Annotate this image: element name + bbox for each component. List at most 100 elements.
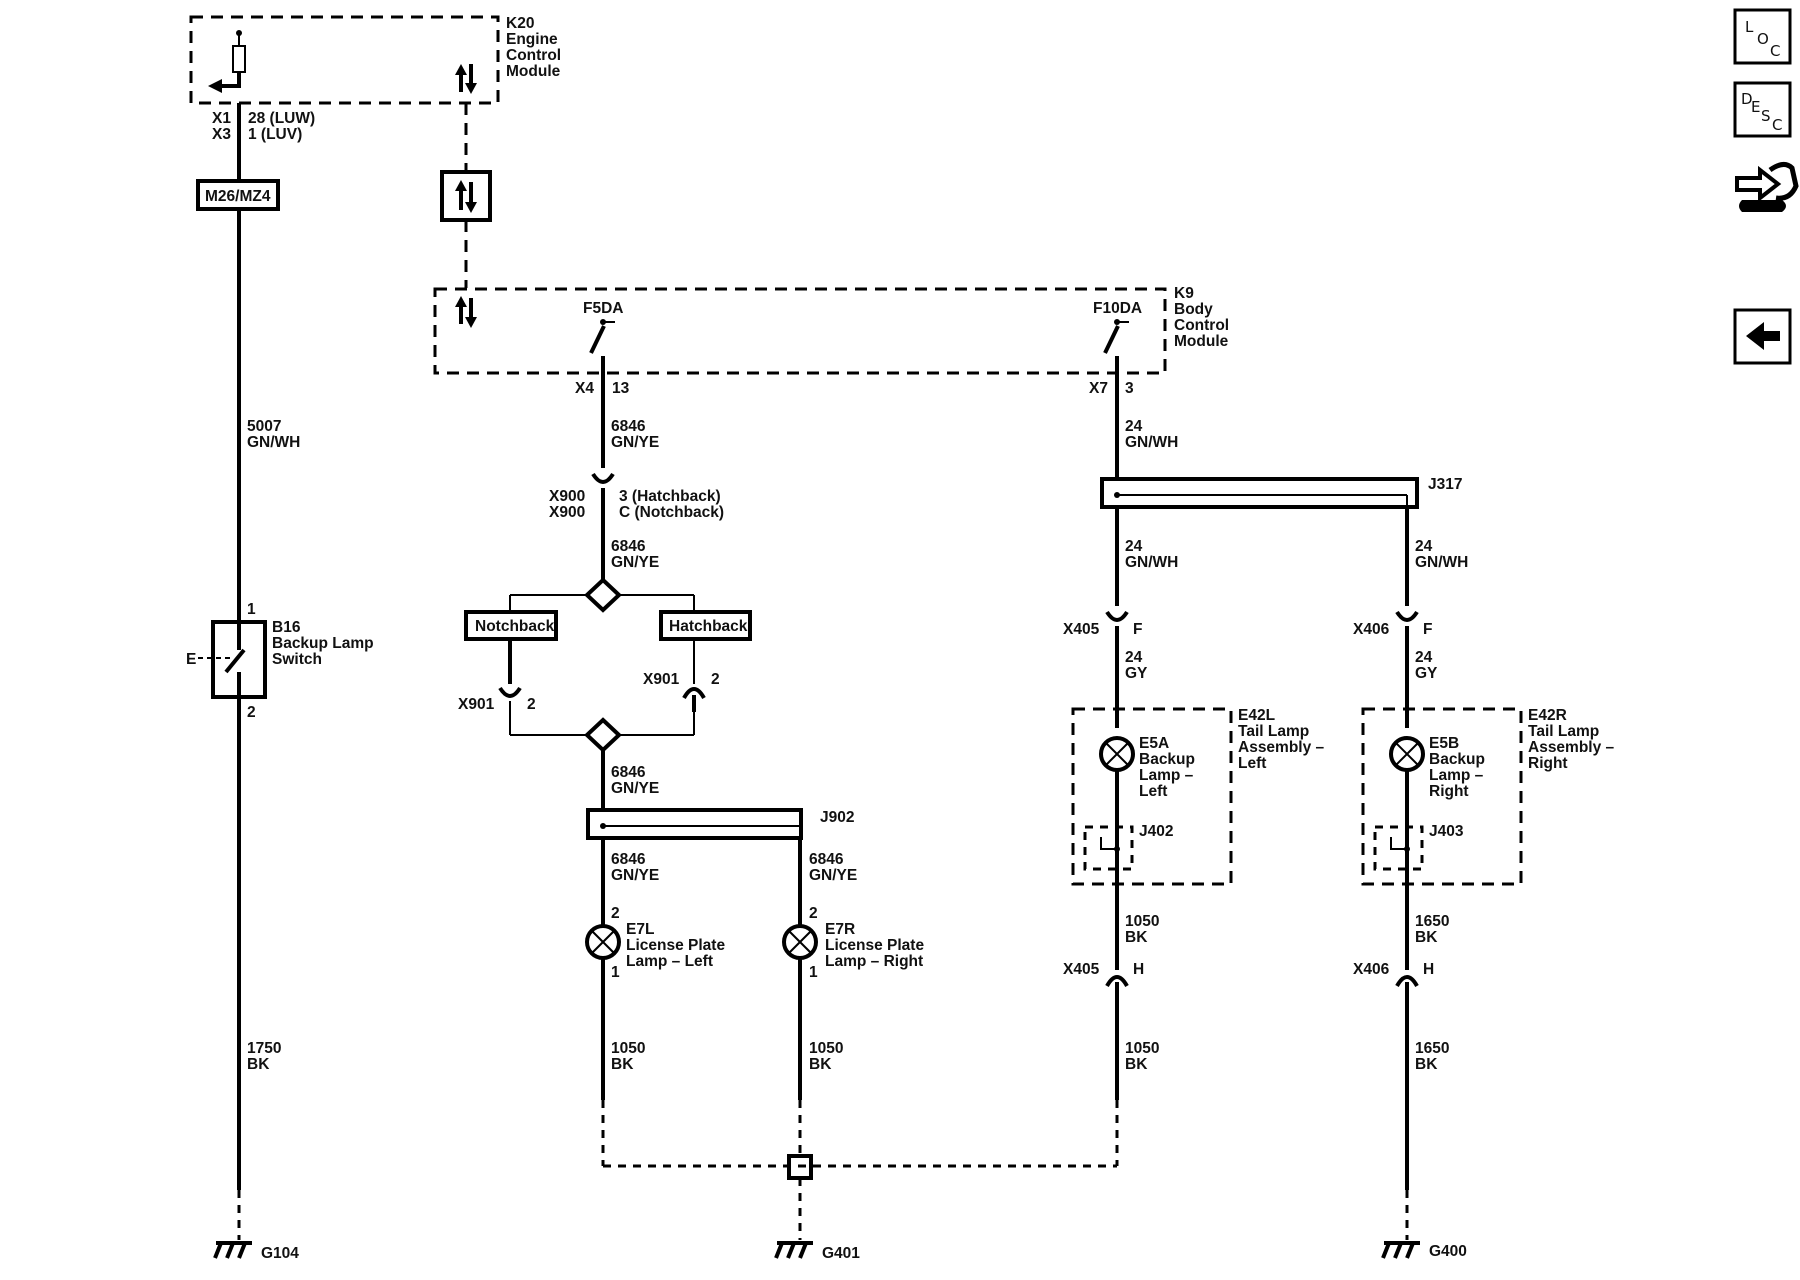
loc-letter-o: O bbox=[1757, 30, 1769, 48]
e42l-name-line2: Assembly – bbox=[1238, 739, 1325, 756]
j902-splice: J902 bbox=[586, 808, 854, 840]
desc-button[interactable]: D E S C bbox=[1733, 81, 1792, 138]
wire-24gy-right-num: 24 bbox=[1415, 649, 1433, 666]
e7r-pin-bottom: 1 bbox=[809, 964, 818, 981]
bidirectional-arrows-icon bbox=[455, 64, 477, 94]
e5b-id: E5B bbox=[1429, 735, 1459, 752]
j902-label: J902 bbox=[820, 809, 854, 826]
back-button[interactable] bbox=[1733, 308, 1792, 365]
x900-id-2: X900 bbox=[549, 504, 585, 521]
hatchback-label: Hatchback bbox=[669, 618, 748, 635]
wire-5007-color: GN/WH bbox=[247, 434, 300, 451]
b16-ext-label: E bbox=[186, 651, 196, 668]
x900-desc-2: C (Notchback) bbox=[619, 504, 724, 521]
x900-connector: X900 X900 3 (Hatchback) C (Notchback) bbox=[549, 472, 724, 521]
b16-name-line1: Backup Lamp bbox=[272, 635, 374, 652]
arrow-left-icon bbox=[1746, 322, 1780, 350]
e5b-name-line1: Backup bbox=[1429, 751, 1485, 768]
serial-data-link bbox=[440, 103, 492, 288]
x901-left-id: X901 bbox=[458, 696, 495, 713]
k20-pin-x3: X3 bbox=[212, 126, 231, 143]
e7l-license-lamp-left: 2 1 E7L License Plate Lamp – Left bbox=[585, 905, 725, 981]
wire-1650-right-num: 1650 bbox=[1415, 913, 1449, 930]
wire-6846b-num: 6846 bbox=[611, 538, 646, 555]
e7l-pin-bottom: 1 bbox=[611, 964, 620, 981]
ground-g104: G104 bbox=[213, 1241, 299, 1262]
e7l-name-line2: Lamp – Left bbox=[626, 953, 713, 970]
k9-name-line2: Control bbox=[1174, 317, 1229, 334]
desc-letter-d: D bbox=[1741, 90, 1753, 108]
e42l-tail-lamp-left: E42L Tail Lamp Assembly – Left E5A Backu… bbox=[1071, 707, 1325, 886]
k9-id: K9 bbox=[1174, 285, 1194, 302]
x406-f-pin: F bbox=[1423, 621, 1432, 638]
wire-24c-num: 24 bbox=[1415, 538, 1433, 555]
notchback-option: Notchback bbox=[464, 610, 558, 641]
wire-6846e-num: 6846 bbox=[809, 851, 844, 868]
bidirectional-arrows-icon bbox=[455, 296, 477, 328]
k9-output-right: F10DA bbox=[1093, 300, 1142, 317]
ground-g104-label: G104 bbox=[261, 1245, 299, 1262]
x405-connector-h: X405 H bbox=[1063, 961, 1144, 988]
wrench-hand-button[interactable] bbox=[1735, 162, 1799, 212]
k20-pin-desc-1: 28 (LUW) bbox=[248, 110, 315, 127]
b16-backup-lamp-switch: E 1 2 B16 Backup Lamp Switch bbox=[186, 601, 374, 721]
k20-id: K20 bbox=[506, 15, 534, 32]
x405-h-id: X405 bbox=[1063, 961, 1100, 978]
wire-24c-color: GN/WH bbox=[1415, 554, 1468, 571]
wire-24gy-left-num: 24 bbox=[1125, 649, 1143, 666]
wire-6846a-num: 6846 bbox=[611, 418, 646, 435]
loc-letter-c: C bbox=[1770, 42, 1780, 60]
wire-1050a-num: 1050 bbox=[611, 1040, 645, 1057]
e5b-name-line2: Lamp – bbox=[1429, 767, 1484, 784]
e5a-name-line1: Backup bbox=[1139, 751, 1195, 768]
e5a-name-line2: Lamp – bbox=[1139, 767, 1194, 784]
x406-f-id: X406 bbox=[1353, 621, 1390, 638]
j317-splice: J317 bbox=[1100, 476, 1462, 509]
e42l-name-line3: Left bbox=[1238, 755, 1266, 772]
loc-button[interactable]: L O C bbox=[1733, 8, 1792, 65]
wrench-hand-icon bbox=[1735, 162, 1799, 212]
x405-f-id: X405 bbox=[1063, 621, 1100, 638]
wire-1750-color: BK bbox=[247, 1056, 270, 1073]
j402-label: J402 bbox=[1139, 823, 1173, 840]
k9-body-control-module: F5DA F10DA K9 Body Control Module X4 13 … bbox=[433, 285, 1229, 397]
wire-24a-num: 24 bbox=[1125, 418, 1143, 435]
x405-h-pin: H bbox=[1133, 961, 1144, 978]
k9-output-left: F5DA bbox=[583, 300, 623, 317]
k20-pin-x1: X1 bbox=[212, 110, 231, 127]
k20-name-line3: Module bbox=[506, 63, 561, 80]
e42r-name-line1: Tail Lamp bbox=[1528, 723, 1599, 740]
option-box-label: M26/MZ4 bbox=[205, 188, 271, 205]
ground-g401-label: G401 bbox=[822, 1245, 860, 1262]
k9-pin-x7: X7 bbox=[1089, 380, 1108, 397]
option-box: M26/MZ4 bbox=[196, 179, 280, 211]
x405-f-pin: F bbox=[1133, 621, 1142, 638]
e7r-pin-top: 2 bbox=[809, 905, 818, 922]
hatchback-option: Hatchback bbox=[659, 610, 752, 641]
e5a-name-line3: Left bbox=[1139, 783, 1167, 800]
k9-pin-3: 3 bbox=[1125, 380, 1134, 397]
k9-name-line1: Body bbox=[1174, 301, 1213, 318]
k20-name-line2: Control bbox=[506, 47, 561, 64]
ground-g400: G400 bbox=[1381, 1241, 1467, 1260]
b16-name-line2: Switch bbox=[272, 651, 322, 668]
wire-24gy-right-color: GY bbox=[1415, 665, 1438, 682]
x406-h-pin: H bbox=[1423, 961, 1434, 978]
wire-1650-right-color: BK bbox=[1415, 929, 1438, 946]
wire-6846b-color: GN/YE bbox=[611, 554, 659, 571]
b16-id: B16 bbox=[272, 619, 301, 636]
desc-letter-e: E bbox=[1751, 98, 1760, 116]
wire-6846d-num: 6846 bbox=[611, 851, 646, 868]
k20-name-line1: Engine bbox=[506, 31, 558, 48]
e7l-id: E7L bbox=[626, 921, 654, 938]
e42l-name-line1: Tail Lamp bbox=[1238, 723, 1309, 740]
e42l-id: E42L bbox=[1238, 707, 1275, 724]
wire-1650b-color: BK bbox=[1415, 1056, 1438, 1073]
wire-6846d-color: GN/YE bbox=[611, 867, 659, 884]
x405-connector-f: X405 F bbox=[1063, 610, 1142, 638]
wire-24a-color: GN/WH bbox=[1125, 434, 1178, 451]
wire-24b-color: GN/WH bbox=[1125, 554, 1178, 571]
wire-1050-left-num: 1050 bbox=[1125, 913, 1159, 930]
wire-1050c-num: 1050 bbox=[1125, 1040, 1159, 1057]
